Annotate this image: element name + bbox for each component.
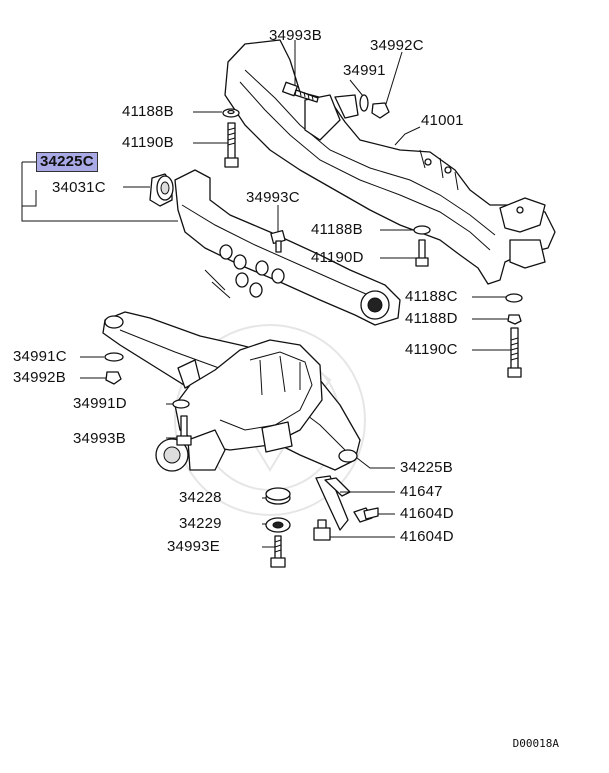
bolt-41604D-lower[interactable] [313,519,331,541]
label-34229: 34229 [179,515,222,532]
crossmember-41001[interactable] [224,39,556,285]
bolt-41190B[interactable] [224,122,239,168]
washer-41188B-upper[interactable] [222,108,240,118]
differential-housing [155,339,323,472]
bolt-41190C[interactable] [507,327,522,378]
label-34225C-highlighted[interactable]: 34225C [36,152,98,172]
label-34991C: 34991C [13,348,67,365]
washer-34229[interactable] [265,517,291,533]
label-41188C: 41188C [405,288,458,305]
label-34993C: 34993C [246,189,300,206]
washer-34991D[interactable] [172,399,190,409]
bushing-34031C[interactable] [149,173,174,207]
insulator-34228[interactable] [265,487,291,505]
member-34225C[interactable] [174,169,401,326]
label-34991: 34991 [343,62,386,79]
label-34993E: 34993E [167,538,220,555]
leader-lines [21,40,511,548]
nut-34992C[interactable] [371,102,390,119]
label-34992B: 34992B [13,369,66,386]
bolt-34993B-lower[interactable] [176,415,192,446]
label-34991D: 34991D [73,395,127,412]
label-41001: 41001 [421,112,464,129]
bolt-41190D[interactable] [415,239,429,267]
label-41604D-upper: 41604D [400,505,454,522]
label-41188B-lower: 41188B [311,221,363,238]
nut-34992B[interactable] [105,371,122,385]
label-34993B-top: 34993B [269,27,322,44]
label-34031C: 34031C [52,179,106,196]
diagram-code: D00018A [512,737,559,750]
label-41604D-lower: 41604D [400,528,454,545]
label-34993B-lower: 34993B [73,430,126,447]
label-41190B: 41190B [122,134,174,151]
label-41647: 41647 [400,483,443,500]
label-41188B-upper: 41188B [122,103,174,120]
bolt-34993E[interactable] [270,535,286,568]
label-34225B: 34225B [400,459,453,476]
washer-34991[interactable] [359,94,369,112]
label-41188D: 41188D [405,310,458,327]
bolt-34993B-top[interactable] [282,81,319,103]
nut-41188D[interactable] [507,314,522,325]
label-41190D: 41190D [311,249,364,266]
washer-41188C[interactable] [505,293,523,303]
label-34228: 34228 [179,489,222,506]
washer-34991C[interactable] [104,352,124,362]
bolt-34993C[interactable] [270,229,286,253]
label-34992C: 34992C [370,37,424,54]
washer-41188B-lower[interactable] [413,225,431,235]
label-41190C: 41190C [405,341,458,358]
bolt-41604D-upper[interactable] [353,507,379,523]
